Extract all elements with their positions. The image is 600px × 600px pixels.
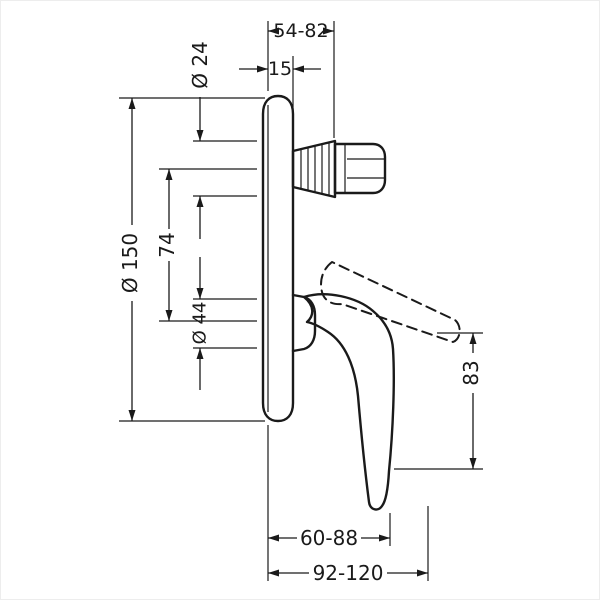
spout-connector: [291, 139, 387, 199]
dim-label-hub-diameter: Ø 44: [190, 302, 211, 345]
handle-lever-solid: [302, 293, 395, 511]
dim-label-plate-thickness: 15: [268, 58, 292, 80]
dimension-depth-min: 60-88: [268, 526, 390, 550]
dim-label-depth-min: 60-88: [300, 526, 358, 550]
dimension-lever-height: 83: [459, 333, 483, 469]
dimension-connector-diameter: Ø 24: [188, 41, 212, 239]
dimension-plate-thickness: 15: [239, 58, 321, 80]
hub-outline: [291, 293, 317, 353]
dim-label-lever-height: 83: [459, 360, 483, 385]
dim-label-axis-spacing: 74: [155, 232, 179, 257]
plate-outline: [261, 94, 295, 423]
dimension-hub-diameter: Ø 44: [190, 257, 211, 390]
dimension-top-width: 54-82: [268, 20, 334, 42]
dim-label-escutcheon-diameter: Ø 150: [118, 233, 142, 293]
handle-hub: [291, 293, 317, 353]
dimension-depth-max: 92-120: [268, 561, 428, 585]
knurl-lines: [300, 142, 330, 196]
dim-label-depth-max: 92-120: [313, 561, 384, 585]
dim-label-top-width: 54-82: [273, 20, 328, 42]
escutcheon-plate: [261, 94, 295, 423]
handle-lever-dashed-position: [320, 261, 461, 343]
dimension-axis-spacing: 74: [155, 169, 179, 321]
dimension-escutcheon-diameter: Ø 150: [118, 98, 142, 421]
connector-taper: [291, 139, 337, 199]
extension-lines: [119, 21, 483, 581]
connector-spigot: [333, 142, 387, 195]
dim-label-connector-diameter: Ø 24: [188, 41, 212, 89]
